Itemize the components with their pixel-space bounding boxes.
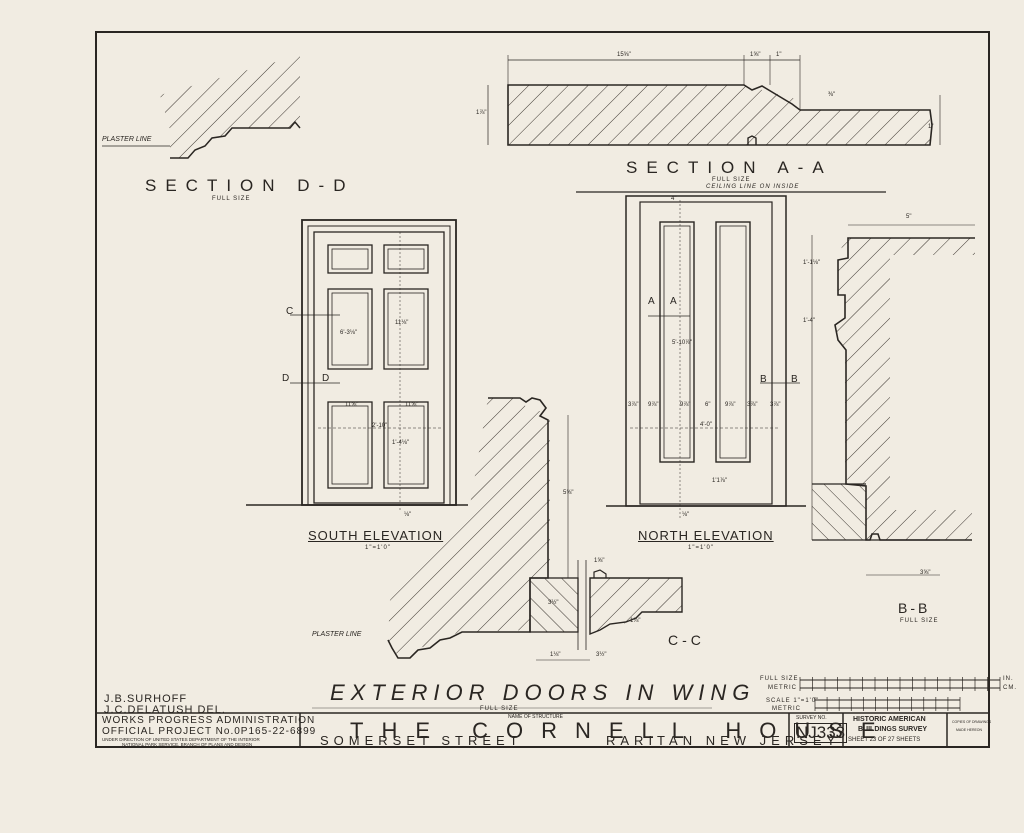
structure-street: SOMERSET STREET: [320, 733, 523, 748]
dim-aa-b: 1": [776, 52, 782, 58]
scale-in-label: IN.: [1003, 676, 1014, 682]
nps-line: NATIONAL PARK SERVICE, BRANCH OF PLANS A…: [122, 742, 253, 747]
section-marker-d: D: [282, 373, 291, 384]
dim-cc-c: 3½": [548, 600, 559, 606]
dim-south-bot: ⅛": [404, 512, 412, 518]
dim-south-rail: 11⅛": [395, 320, 409, 326]
dim-bb-a: 1'-1⅛": [803, 260, 820, 266]
dim-aa-left: 1⅞": [476, 110, 487, 116]
dim-north-d: 9⅞": [725, 402, 736, 408]
dim-cc-b: 1⅝": [594, 558, 605, 564]
drawing-title: EXTERIOR DOORS IN WING: [330, 680, 756, 705]
north-elevation-scale: 1"=1'0": [688, 545, 714, 551]
section-cc-drawing: [387, 397, 683, 661]
plaster-line-label-top: PLASTER LINE: [102, 136, 152, 143]
section-marker-a2: A: [670, 296, 678, 307]
dim-north-c: 6": [705, 402, 711, 408]
section-marker-c: C: [286, 306, 295, 317]
dim-cc-f: 3½": [596, 652, 607, 658]
drawing-title-scale: FULL SIZE: [480, 706, 519, 712]
dim-cc-d: 1⅞": [630, 618, 641, 624]
dim-bb-b: 1'-4": [803, 318, 815, 324]
dim-north-r2: 9⅞": [648, 402, 659, 408]
structure-name: THE CORNELL HOUSE: [350, 718, 894, 743]
dim-north-r1: 3⅞": [628, 402, 639, 408]
copies-line-2: MADE HEREON: [956, 728, 983, 732]
dim-north-low: 1'1⅞": [712, 478, 727, 484]
dim-north-width: 4'-0": [700, 422, 712, 428]
survey-no-label: SURVEY NO.: [796, 715, 827, 721]
sheet-number: SHEET 23 OF 27 SHEETS: [848, 737, 921, 743]
dim-south-w2: 11⅝": [405, 402, 419, 408]
structure-town: RARITAN NEW JERSEY: [606, 733, 841, 748]
section-dd-drawing: [102, 55, 301, 159]
habs-line-2: BUILDINGS SURVEY: [858, 726, 928, 733]
section-bb-scale: FULL SIZE: [900, 618, 939, 624]
dim-aa-c: ⅜": [828, 92, 836, 98]
section-marker-a1: A: [648, 296, 656, 307]
structure-name-label: NAME OF STRUCTURE: [508, 714, 563, 720]
dim-north-r3: 9⅞": [680, 402, 691, 408]
scale-metric-label: METRIC: [768, 685, 797, 691]
north-elevation-drawing: [576, 191, 886, 518]
wpa-line: WORKS PROGRESS ADMINISTRATION: [102, 715, 316, 726]
south-elevation-scale: 1"=1'0": [365, 545, 391, 551]
dim-south-low: 1'-4⅛": [392, 440, 409, 446]
plaster-line-label-bottom: PLASTER LINE: [312, 631, 362, 638]
dim-bb-c: 3⅝": [920, 570, 931, 576]
section-aa-drawing: [487, 55, 941, 146]
dim-south-stile: 6'-3⅛": [340, 330, 357, 336]
dim-cc-a: 5⅝": [563, 490, 574, 496]
dim-aa-d: 1": [928, 124, 934, 130]
direction-line: UNDER DIRECTION OF UNITED STATES DEPARTM…: [102, 737, 260, 742]
section-bb-drawing: [811, 224, 975, 576]
section-cc-title: C-C: [668, 632, 705, 648]
dim-cc-e: 1⅛": [550, 652, 561, 658]
scale-full-size-label: FULL SIZE: [760, 676, 799, 682]
section-aa-title: SECTION A-A: [626, 158, 833, 177]
habs-line-1: HISTORIC AMERICAN: [853, 716, 926, 723]
delineator-1: J.B.SURHOFF: [104, 693, 188, 705]
section-marker-b2: B: [791, 374, 799, 385]
dim-south-mid: 2'-10": [372, 423, 388, 429]
dim-aa-top: 15⅝": [617, 52, 631, 58]
survey-no: NJ333: [794, 723, 848, 743]
dim-north-e: 3⅞": [747, 402, 758, 408]
scale-cm-label: CM.: [1003, 685, 1017, 691]
ceiling-line-label: CEILING LINE ON INSIDE: [706, 184, 800, 190]
section-marker-b1: B: [760, 374, 768, 385]
delineator-2: J.C.DELATUSH DEL.: [104, 704, 226, 716]
south-elevation-title: SOUTH ELEVATION: [308, 528, 444, 543]
section-dd-title: SECTION D-D: [145, 176, 355, 195]
dim-aa-a: 1⅝": [750, 52, 761, 58]
north-elevation-title: NORTH ELEVATION: [638, 528, 774, 543]
section-dd-scale: FULL SIZE: [212, 196, 251, 202]
scale-metric2-label: METRIC: [772, 706, 801, 712]
scale-ticks: [799, 677, 1001, 711]
dim-south-w1: 11⅝": [345, 402, 359, 408]
south-elevation-drawing: [246, 219, 468, 510]
dim-north-top: 4": [671, 196, 677, 202]
dim-bb-top: 5": [906, 214, 912, 220]
section-aa-scale: FULL SIZE: [712, 177, 751, 183]
scale-scale-label: SCALE 1"=1'0": [766, 698, 820, 704]
section-bb-title: B-B: [898, 600, 931, 616]
copies-line-1: COPIES OF DRAWINGS: [952, 720, 992, 724]
dim-north-bot: ⅛": [682, 512, 690, 518]
dim-north-f: 3⅞": [770, 402, 781, 408]
project-line: OFFICIAL PROJECT No.0P165-22-6899: [102, 726, 317, 737]
section-marker-d2: D: [322, 373, 331, 384]
dim-north-height: 5'-10⅞": [672, 340, 693, 346]
sheet-border: [95, 31, 990, 748]
